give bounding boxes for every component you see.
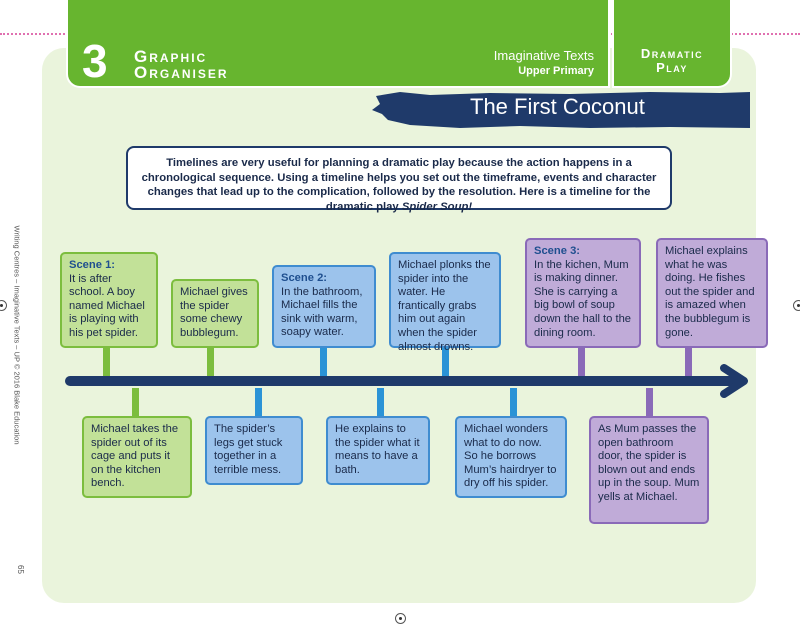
timeline-event: Scene 1: It is after school. A boy named…: [60, 252, 158, 348]
timeline-connector: [207, 346, 214, 376]
intro-text-box: Timelines are very useful for planning a…: [126, 146, 672, 213]
timeline-connector: [377, 388, 384, 418]
timeline-connector: [442, 346, 449, 376]
event-text: Michael gives the spider some chewy bubb…: [180, 286, 248, 339]
timeline-connector: [646, 388, 653, 418]
timeline-event: Scene 3: In the kichen, Mum is making di…: [525, 238, 641, 348]
timeline-event: Michael wonders what to do now. So he bo…: [455, 416, 567, 498]
timeline-arrow: [65, 364, 748, 398]
event-text: In the bathroom, Michael fills the sink …: [281, 285, 363, 339]
registration-mark-left: [0, 300, 7, 311]
header-level: Upper Primary: [518, 65, 594, 77]
registration-mark-right: [793, 300, 800, 311]
event-text: He explains to the spider what it means …: [335, 423, 420, 476]
timeline-connector: [578, 346, 585, 376]
timeline-connector: [132, 388, 139, 418]
timeline-connector: [255, 388, 262, 418]
timeline-event: As Mum passes the open bathroom door, th…: [589, 416, 709, 524]
header-side-tab: Dramatic Play: [612, 0, 732, 88]
chapter-number: 3: [82, 35, 108, 87]
scene-label: Scene 3:: [534, 245, 581, 257]
timeline-event: Michael gives the spider some chewy bubb…: [171, 279, 259, 348]
banner-title: The First Coconut: [470, 94, 645, 119]
page-number: 65: [15, 565, 25, 574]
timeline-connector: [685, 346, 692, 376]
timeline-event: Michael takes the spider out of its cage…: [82, 416, 192, 498]
event-text: Michael takes the spider out of its cage…: [91, 423, 179, 490]
side-tab-line1: Dramatic: [640, 46, 704, 61]
copyright-side-text: Writing Centres – Imaginative Texts – UP…: [2, 205, 32, 465]
page-header: 3 Graphic Organiser Imaginative Texts Up…: [66, 0, 610, 88]
timeline-connector: [320, 346, 327, 376]
event-text: It is after school. A boy named Michael …: [69, 272, 145, 339]
event-text: Michael wonders what to do now. So he bo…: [464, 423, 557, 490]
timeline-event: Michael plonks the spider into the water…: [389, 252, 501, 353]
timeline-event: Michael explains what he was doing. He f…: [656, 238, 768, 348]
header-subtitle: Imaginative Texts: [493, 48, 594, 63]
event-text: Michael plonks the spider into the water…: [398, 259, 491, 353]
scene-label: Scene 2:: [281, 272, 328, 284]
copyright-text: Writing Centres – Imaginative Texts – UP…: [12, 225, 22, 445]
title-banner: [372, 92, 750, 128]
event-text: Michael explains what he was doing. He f…: [665, 245, 755, 339]
event-text: As Mum passes the open bathroom door, th…: [598, 423, 700, 503]
scene-label: Scene 1:: [69, 259, 116, 271]
timeline-event: He explains to the spider what it means …: [326, 416, 430, 485]
event-text: In the kichen, Mum is making dinner. She…: [534, 258, 632, 339]
timeline-connector: [510, 388, 517, 418]
registration-mark-bottom: [395, 613, 406, 624]
event-text: The spider’s legs get stuck together in …: [214, 423, 283, 476]
header-title-line2: Organiser: [134, 63, 229, 82]
timeline-event: Scene 2: In the bathroom, Michael fills …: [272, 265, 376, 348]
side-tab-line2: Play: [656, 60, 688, 75]
intro-text: Timelines are very useful for planning a…: [141, 157, 657, 213]
header-title-line1: Graphic: [134, 47, 208, 66]
timeline-event: The spider’s legs get stuck together in …: [205, 416, 303, 485]
timeline-connector: [103, 346, 110, 376]
intro-play-title: Spider Soup!: [401, 200, 473, 213]
